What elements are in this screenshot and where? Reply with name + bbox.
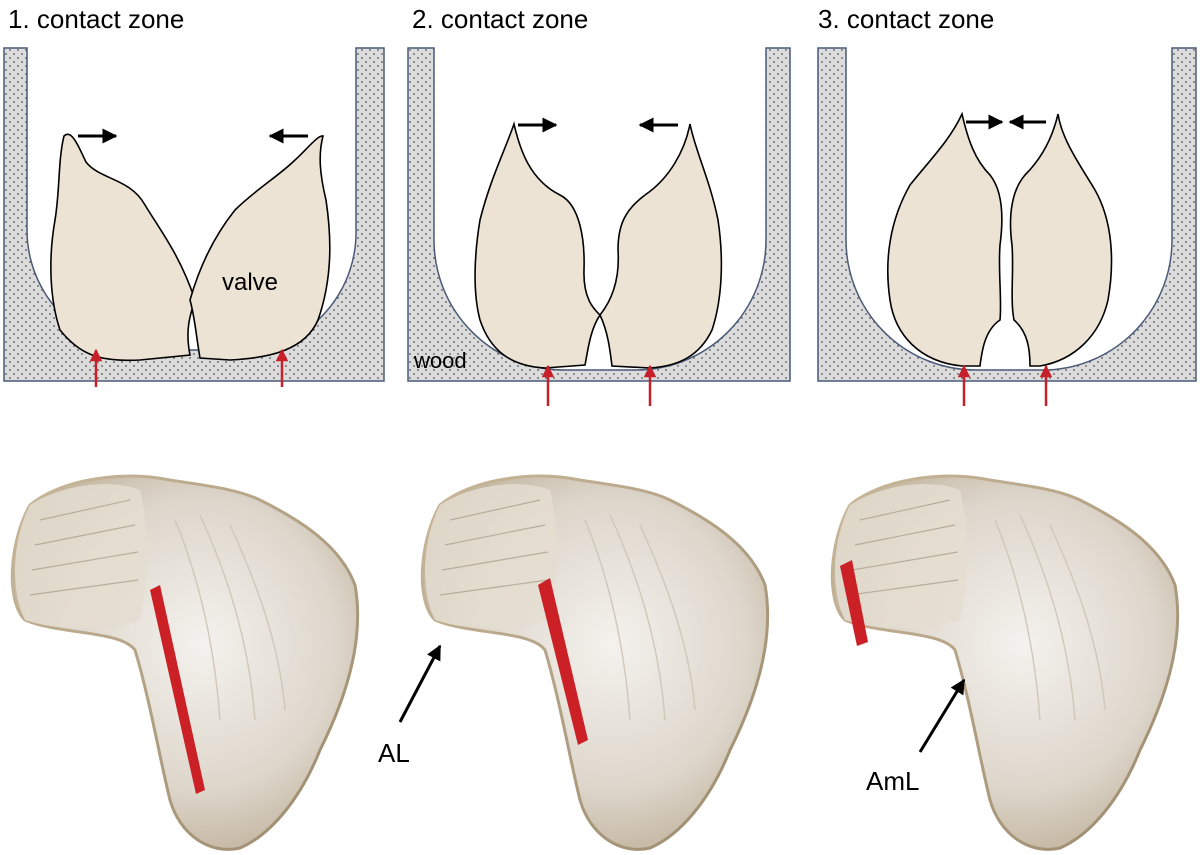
- shell-1: [10, 474, 360, 851]
- contact-bar-3: [840, 560, 868, 646]
- valve-left-2: [474, 121, 602, 369]
- valve-left-3: [886, 111, 1003, 367]
- valve-left-1: [50, 133, 196, 362]
- wood-block-3: [817, 47, 1197, 382]
- wood-block-2: [407, 47, 791, 382]
- panel-1-title: 1. contact zone: [8, 4, 184, 34]
- panel-2-title: 2. contact zone: [412, 4, 588, 34]
- panel-2: 2. contact zone wood: [407, 4, 791, 406]
- shell-2: [420, 474, 770, 851]
- contact-bar-1: [150, 585, 205, 794]
- al-annotation: AL: [378, 644, 442, 768]
- aml-label: AmL: [866, 766, 919, 796]
- valve-right-1: [189, 135, 331, 361]
- valve-right-2: [599, 123, 723, 369]
- contact-bar-2: [538, 578, 588, 745]
- wood-label: wood: [413, 348, 467, 373]
- valve-right-3: [1009, 113, 1113, 367]
- valve-label: valve: [222, 269, 278, 296]
- panel-1: 1. contact zone valve: [3, 4, 385, 387]
- al-label: AL: [378, 738, 410, 768]
- aml-annotation: AmL: [866, 678, 966, 796]
- panel-3: 3. contact zone: [817, 4, 1197, 406]
- shell-3: [830, 474, 1180, 851]
- panel-3-title: 3. contact zone: [818, 4, 994, 34]
